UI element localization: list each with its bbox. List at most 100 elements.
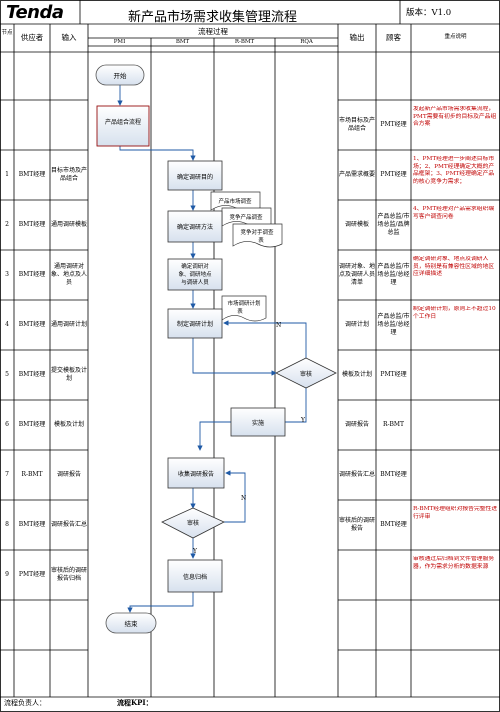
execute-box [230,407,286,437]
row-customer: PMT经理 [380,371,407,378]
step-method-box [167,210,223,243]
svg-text:信息归档: 信息归档 [183,573,207,581]
col-notes: 重点说明 [444,34,467,40]
row-input: 提交模板及计划 [51,367,88,382]
svg-text:审核: 审核 [300,370,312,378]
page-title: 新产品市场需求收集管理流程 [127,10,297,25]
row-number: 8 [5,521,9,528]
row-customer: 产品总监/市场总监/总经理 [377,263,410,286]
row-input: 通用调研模板 [51,221,88,228]
row-customer: BMT经理 [380,471,407,478]
row-number: 2 [5,221,9,228]
step-plan-label: 制定调研计划 [177,320,213,328]
row-note: 4、PMT经理对产品需求组织编写客户调查问卷 [413,206,495,220]
row-note: 发起新产品市场需求收集流程，PMT需要有初步的目标及产品组合方案 [413,106,497,127]
label-y1: Y [300,417,306,424]
review-decision-2 [161,507,225,539]
row-input: 模板及计划 [53,421,84,428]
row-supplier: BMT经理 [18,421,46,428]
plan-document: 市场调研计划 表 [221,295,267,322]
row-output: 调研计划 [344,321,369,328]
label-y2: Y [192,548,198,555]
row-customer: PMT经理 [380,121,407,128]
row-note: R-BMT经理组织对报告完整性进行评审 [413,506,498,520]
row-customer: 产品总监/市场总监/品牌总监 [377,213,410,236]
portfolio-label: 产品组合流程 [105,118,141,126]
row-customer: BMT经理 [380,521,407,528]
footer-kpi: 流程KPI： [117,698,153,707]
review-decision-1 [275,357,337,389]
step-purpose-label: 确定调研目的 [177,173,213,181]
svg-text:产品市场调查: 产品市场调查 [218,197,252,205]
row-input: 通用调研对象、地点及人员 [51,263,88,286]
svg-text:实施: 实施 [252,419,264,427]
svg-text:竞争产品调查: 竞争产品调查 [229,213,263,221]
label-n2: N [241,495,246,502]
svg-text:收集调研报告: 收集调研报告 [178,470,214,478]
collect-report-box [167,457,225,489]
row-supplier: BMT经理 [18,321,46,328]
col-customer: 顾客 [386,33,401,42]
row-supplier: BMT经理 [18,271,46,278]
row-output: 审核后的调研报告 [339,517,376,532]
row-supplier: R-BMT [21,471,43,478]
row-output: 调研模板 [344,221,369,228]
version-label: 版本：V1.0 [406,8,452,18]
svg-text:市场调研计划: 市场调研计划 [227,299,260,307]
row-supplier: BMT经理 [18,371,46,378]
survey-documents: 产品市场调查 竞争产品调查 竞争对手调查 表 [210,191,283,248]
step-purpose-box [167,160,223,191]
portfolio-process-box [96,105,150,147]
row-output: 调研报告 [344,421,369,428]
row-output: 调研对象、地点及调研人员清单 [339,263,376,286]
svg-text:结束: 结束 [125,619,139,628]
step-method-label: 确定调研方法 [177,223,213,231]
row-number: 3 [5,271,9,278]
logo: Tenda [6,2,64,23]
row-supplier: BMT经理 [18,171,46,178]
row-supplier: BMT经理 [18,521,46,528]
step-plan-box [167,308,223,339]
svg-text:竞争对手调查: 竞争对手调查 [240,228,274,236]
row-note: 审核通过后归档到文件管理服务器，作为需求分析的数据来源 [413,556,495,570]
col-seq: 节点 [1,30,13,36]
lane-pmi: PMI [113,39,126,45]
row-output: 产品需求概要 [339,171,376,178]
row-input: 目标市场及产品组合 [51,167,88,182]
svg-text:与调研人员: 与调研人员 [181,278,209,286]
row-input: 调研报告汇总 [51,521,88,528]
col-process: 流程过程 [198,27,228,36]
end-node [105,612,157,634]
row-note: 确定调研对象、地点及调研人员，特别是有兼容性区域的地区应详细描述 [413,256,495,277]
row-input: 审核后的调研报告归档 [51,567,88,582]
label-n1: N [276,322,281,329]
row-number: 5 [5,371,9,378]
start-node [95,64,145,86]
row-output: 模板及计划 [341,371,372,378]
row-customer: R-BMT [382,421,405,428]
row-supplier: PMT经理 [18,571,46,578]
start-label: 开始 [114,71,128,80]
row-input: 通用调研计划 [51,321,88,328]
row-customer: 产品总监/市场总监/总经理 [377,313,410,336]
svg-text:表: 表 [258,236,264,244]
lane-rbmt: R-BMT [234,39,255,45]
lane-bmt: BMT [175,39,190,45]
row-input: 调研报告 [56,471,81,478]
row-number: 9 [5,571,9,578]
row-customer: PMT经理 [380,171,407,178]
svg-text:确定调研对: 确定调研对 [181,262,209,270]
col-input: 输入 [61,33,77,42]
svg-text:表: 表 [237,307,243,315]
row-number: 1 [5,171,9,178]
step-target-box [167,258,223,291]
row-number: 4 [5,321,9,328]
archive-box [167,559,223,593]
col-supplier: 供应者 [20,33,44,42]
row-output: 调研报告汇总 [339,471,376,478]
footer-owner: 流程负责人： [4,699,46,707]
lane-rqa: RQA [300,39,313,45]
row-note: 制定调研计划，原则上不超过10个工作日 [413,306,496,320]
